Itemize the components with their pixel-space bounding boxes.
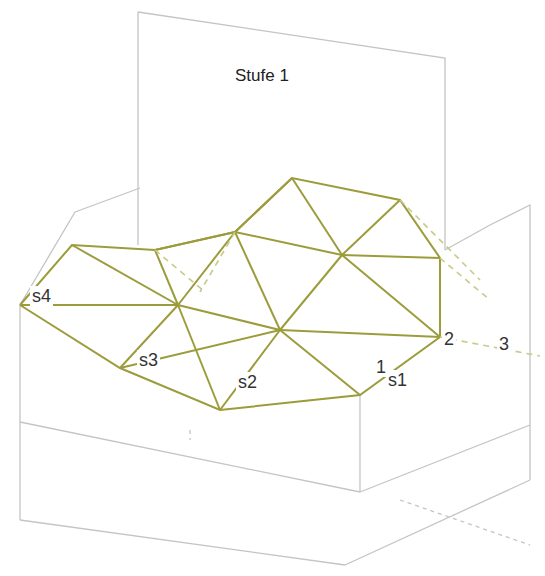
point-label: s4 [30, 286, 53, 306]
point-label: s2 [236, 372, 259, 392]
stage-title: Stufe 1 [233, 66, 291, 86]
point-label: 2 [442, 329, 456, 349]
point-label: s1 [386, 370, 409, 390]
point-label: s3 [137, 350, 160, 370]
point-label: 3 [497, 334, 511, 354]
